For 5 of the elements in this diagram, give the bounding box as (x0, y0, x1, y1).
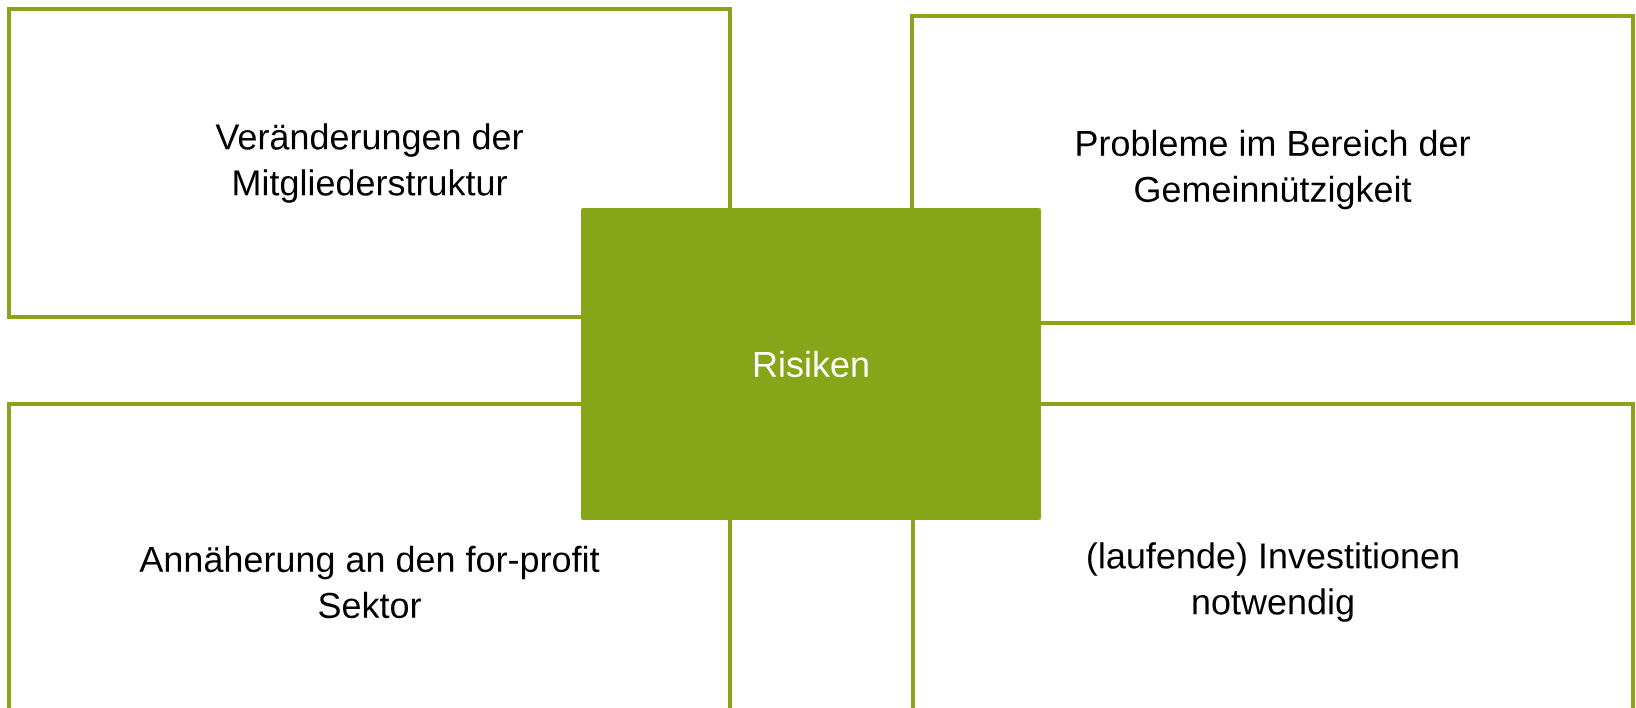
topic-box: Annäherung an den for-profit Sektor (7, 402, 732, 708)
topic-box: Veränderungen der Mitgliederstruktur (7, 7, 732, 319)
topic-box: Probleme im Bereich der Gemeinnützigkeit (910, 14, 1635, 325)
topic-box: (laufende) Investitionen notwendig (911, 402, 1635, 708)
center-box: Risiken (581, 208, 1041, 520)
